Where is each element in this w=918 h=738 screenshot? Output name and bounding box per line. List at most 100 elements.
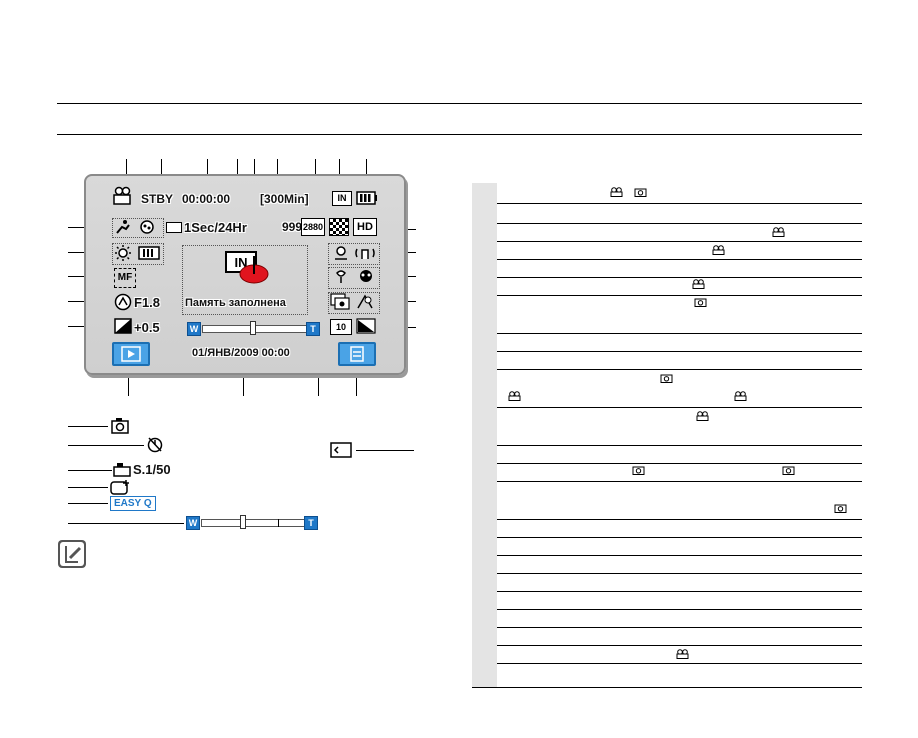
continuous-shot-icon xyxy=(330,293,350,310)
zoom-wide-label: W xyxy=(187,322,201,336)
stabilizer-group xyxy=(328,243,380,265)
top-rule xyxy=(57,103,862,104)
table-row xyxy=(472,295,862,334)
camcorder-mode-icon xyxy=(113,186,131,205)
callout-self-timer xyxy=(68,445,144,446)
exposure-icon xyxy=(114,318,132,334)
callout-edit xyxy=(68,487,108,488)
memory-full-box xyxy=(182,245,308,315)
table-row xyxy=(472,351,862,370)
shutter-line-text: 1Sec/24Hr xyxy=(184,220,247,235)
camera-icon xyxy=(694,298,707,307)
shutter-speed-text: S.1/50 xyxy=(133,462,171,477)
callout-card xyxy=(356,450,414,451)
callout-photo xyxy=(68,426,108,427)
camcorder-icon xyxy=(734,391,747,401)
camera-icon xyxy=(834,504,847,513)
status-text: STBY xyxy=(141,192,174,206)
table-row xyxy=(472,537,862,556)
table-row xyxy=(472,333,862,352)
svg-text:IN: IN xyxy=(235,255,248,270)
camcorder-icon xyxy=(772,227,785,237)
table-row xyxy=(472,463,862,482)
memory-full-text: Память заполнена xyxy=(185,297,286,309)
callout-shutter xyxy=(68,470,112,471)
sharpness-icon xyxy=(356,318,376,334)
time-lapse-icon xyxy=(166,222,182,233)
callout-easyq xyxy=(68,503,108,504)
quality-icon: 2880 xyxy=(301,218,325,236)
internal-memory-icon: IN xyxy=(332,191,352,206)
wb-group xyxy=(112,243,164,265)
digital-effect-icon xyxy=(357,294,373,309)
effect-icon xyxy=(140,220,154,234)
menu-icon xyxy=(350,346,364,362)
anti-shake-icon xyxy=(355,248,375,259)
table-row xyxy=(472,203,862,224)
scene-group xyxy=(112,218,164,238)
table-row xyxy=(472,241,862,260)
table-row xyxy=(472,259,862,278)
shutter-speed-icon xyxy=(113,463,131,477)
playback-button[interactable] xyxy=(112,342,150,366)
zoom-tele-label: T xyxy=(306,322,320,336)
battery-icon xyxy=(356,191,377,205)
easy-q-label: EASY Q xyxy=(110,496,156,511)
camcorder-icon xyxy=(696,411,709,421)
macro-icon xyxy=(336,270,346,283)
table-row xyxy=(472,573,862,592)
menu-button[interactable] xyxy=(338,342,376,366)
table-row xyxy=(472,591,862,610)
aperture-icon xyxy=(114,293,132,311)
continuous-group xyxy=(328,292,380,314)
table-row xyxy=(472,223,862,242)
aperture-text: F1.8 xyxy=(134,295,161,310)
self-timer-icon xyxy=(147,437,163,453)
sports-scene-icon xyxy=(116,220,130,234)
backlight-icon xyxy=(138,246,160,260)
extra-zoom-knob xyxy=(240,515,246,529)
zoom-knob[interactable] xyxy=(250,321,256,335)
exposure-text: +0.5 xyxy=(134,320,160,335)
extra-zoom-mark xyxy=(278,519,279,527)
hd-icon: HD xyxy=(353,218,377,236)
datetime-text: 01/ЯНВ/2009 00:00 xyxy=(192,347,290,359)
remaining-time-text: [300Min] xyxy=(260,192,309,206)
table-row xyxy=(472,645,862,664)
table-row xyxy=(472,555,862,574)
memory-full-icon: IN xyxy=(225,251,269,284)
extra-zoom-wide-label: W xyxy=(186,516,200,530)
note-icon xyxy=(58,540,86,568)
camera-icon xyxy=(782,466,795,475)
camera-icon xyxy=(632,466,645,475)
table-row xyxy=(472,627,862,646)
table-row xyxy=(472,277,862,296)
camcorder-icon xyxy=(692,279,705,289)
lcd-screen: STBY 00:00:00 [300Min] IN 1Sec/24Hr 9999… xyxy=(84,174,406,375)
table-row xyxy=(472,663,862,688)
card-icon xyxy=(330,442,352,458)
second-rule xyxy=(57,134,862,135)
camcorder-icon xyxy=(712,245,725,255)
camcorder-icon xyxy=(676,649,689,659)
timecode-text: 00:00:00 xyxy=(182,192,231,206)
table-row xyxy=(472,407,862,446)
table-row xyxy=(472,609,862,628)
table-row xyxy=(472,183,862,204)
camcorder-icon xyxy=(610,187,623,197)
callout-zoom xyxy=(68,523,184,524)
camcorder-icon xyxy=(508,391,521,401)
table-row xyxy=(472,445,862,464)
white-balance-sun-icon xyxy=(115,245,131,261)
face-detection-icon xyxy=(360,270,372,282)
edit-effect-icon xyxy=(110,480,129,495)
extra-zoom-tele-label: T xyxy=(304,516,318,530)
extra-zoom-track xyxy=(201,519,305,527)
camera-icon xyxy=(634,188,647,197)
face-detect-group xyxy=(328,267,380,289)
burst-count-icon: 10 xyxy=(330,319,352,335)
photo-mode-icon xyxy=(111,418,129,434)
image-quality-icon xyxy=(329,218,349,236)
wind-cut-icon xyxy=(335,246,347,260)
table-row xyxy=(472,369,862,408)
